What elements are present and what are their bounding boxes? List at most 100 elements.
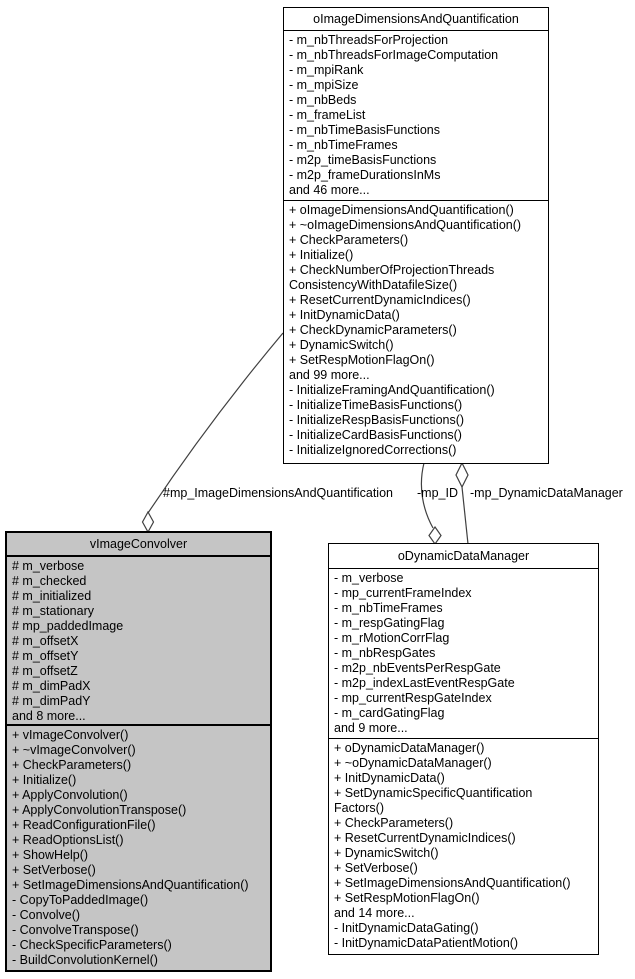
method-line: Factors() [334, 801, 384, 815]
edge-label-mp-dynamicdatamanager: -mp_DynamicDataManager [470, 486, 623, 500]
method-line: + ShowHelp() [12, 848, 89, 862]
method-line: + SetImageDimensionsAndQuantification() [334, 876, 571, 890]
method-line: + CheckParameters() [289, 233, 409, 247]
method-line: - InitializeTimeBasisFunctions() [289, 398, 463, 412]
method-line: - InitializeFramingAndQuantification() [289, 383, 495, 397]
class-node-vimageconvolver[interactable]: vImageConvolver # m_verbose# m_checked# … [5, 531, 272, 972]
method-line: + ~oImageDimensionsAndQuantification() [289, 218, 522, 232]
method-line: - CheckSpecificParameters() [12, 938, 172, 952]
attribute-line: - mp_currentRespGateIndex [334, 691, 492, 705]
attribute-line: - m_cardGatingFlag [334, 706, 445, 720]
attribute-line: - m_nbTimeFrames [289, 138, 398, 152]
aggregation-edge-mp-dynamicdatamanager [461, 486, 469, 545]
methods-section: + oImageDimensionsAndQuantification()+ ~… [284, 201, 548, 463]
method-line: + ~oDynamicDataManager() [334, 756, 492, 770]
method-line: - Convolve() [12, 908, 81, 922]
method-line: + ApplyConvolutionTranspose() [12, 803, 187, 817]
method-line: - ConvolveTranspose() [12, 923, 139, 937]
method-line: + Initialize() [12, 773, 77, 787]
edge-label-mp-imagedimensionsandquantification: #mp_ImageDimensionsAndQuantification [163, 486, 393, 500]
aggregation-diamond-icon [428, 525, 442, 546]
attribute-line: # mp_paddedImage [12, 619, 124, 633]
attribute-line: # m_checked [12, 574, 87, 588]
method-line: - BuildConvolutionKernel() [12, 953, 158, 967]
method-line: + ResetCurrentDynamicIndices() [334, 831, 516, 845]
attribute-line: # m_initialized [12, 589, 92, 603]
class-node-oimagedimensionsandquantification[interactable]: oImageDimensionsAndQuantification - m_nb… [283, 7, 549, 464]
attribute-line: - m_frameList [289, 108, 366, 122]
method-line: + InitDynamicData() [334, 771, 445, 785]
method-line: - InitializeIgnoredCorrections() [289, 443, 457, 457]
method-line: + ~vImageConvolver() [12, 743, 136, 757]
method-line: - InitializeCardBasisFunctions() [289, 428, 462, 442]
method-line: + SetVerbose() [12, 863, 96, 877]
attribute-line: - m_mpiRank [289, 63, 364, 77]
attribute-line: - m_rMotionCorrFlag [334, 631, 450, 645]
method-line: + DynamicSwitch() [334, 846, 439, 860]
method-line: + CheckParameters() [334, 816, 454, 830]
method-line: and 14 more... [334, 906, 415, 920]
attribute-line: - m_nbBeds [289, 93, 357, 107]
attribute-line: # m_stationary [12, 604, 94, 618]
attribute-line: # m_dimPadY [12, 694, 91, 708]
attribute-line: - m_nbThreadsForProjection [289, 33, 449, 47]
attribute-line: - m_nbTimeFrames [334, 601, 443, 615]
attribute-line: - m2p_nbEventsPerRespGate [334, 661, 501, 675]
class-title: vImageConvolver [7, 533, 270, 557]
method-line: + CheckParameters() [12, 758, 132, 772]
method-line: + ReadConfigurationFile() [12, 818, 156, 832]
method-line: + CheckNumberOfProjectionThreads [289, 263, 495, 277]
attribute-line: - m_verbose [334, 571, 404, 585]
aggregation-edge-mp-imagedimensionsandquantification [147, 332, 284, 514]
attributes-section: - m_verbose- mp_currentFrameIndex- m_nbT… [329, 569, 598, 739]
attribute-line: and 8 more... [12, 709, 86, 723]
method-line: + SetRespMotionFlagOn() [334, 891, 480, 905]
method-line: + Initialize() [289, 248, 354, 262]
method-line: + InitDynamicData() [289, 308, 400, 322]
class-title: oDynamicDataManager [329, 544, 598, 569]
method-line: + CheckDynamicParameters() [289, 323, 457, 337]
attribute-line: # m_offsetY [12, 649, 79, 663]
class-title: oImageDimensionsAndQuantification [284, 8, 548, 31]
attributes-section: # m_verbose# m_checked# m_initialized# m… [7, 557, 270, 726]
method-line: ConsistencyWithDatafileSize() [289, 278, 458, 292]
attribute-line: # m_offsetX [12, 634, 79, 648]
method-line: + vImageConvolver() [12, 728, 129, 742]
method-line: + SetImageDimensionsAndQuantification() [12, 878, 249, 892]
attribute-line: # m_verbose [12, 559, 85, 573]
aggregation-edge-mp-id [420, 462, 434, 529]
method-line: - InitDynamicDataGating() [334, 921, 479, 935]
attribute-line: - m_nbRespGates [334, 646, 436, 660]
attribute-line: - m2p_indexLastEventRespGate [334, 676, 515, 690]
method-line: - InitializeRespBasisFunctions() [289, 413, 465, 427]
method-line: + SetRespMotionFlagOn() [289, 353, 435, 367]
method-line: + SetVerbose() [334, 861, 418, 875]
attribute-line: - m2p_frameDurationsInMs [289, 168, 441, 182]
method-line: and 99 more... [289, 368, 370, 382]
method-line: + ResetCurrentDynamicIndices() [289, 293, 471, 307]
attribute-line: and 9 more... [334, 721, 408, 735]
attribute-line: - m_respGatingFlag [334, 616, 445, 630]
method-line: + ApplyConvolution() [12, 788, 128, 802]
aggregation-diamond-icon [455, 461, 469, 489]
method-line: + ReadOptionsList() [12, 833, 124, 847]
attribute-line: # m_dimPadX [12, 679, 91, 693]
class-node-odynamicdatamanager[interactable]: oDynamicDataManager - m_verbose- mp_curr… [328, 543, 599, 955]
attributes-section: - m_nbThreadsForProjection- m_nbThreadsF… [284, 31, 548, 201]
methods-section: + oDynamicDataManager()+ ~oDynamicDataMa… [329, 739, 598, 954]
attribute-line: - m_nbTimeBasisFunctions [289, 123, 440, 137]
attribute-line: - m_mpiSize [289, 78, 359, 92]
edge-label-mp-id: -mp_ID [417, 486, 458, 500]
method-line: - InitDynamicDataPatientMotion() [334, 936, 519, 950]
method-line: + oImageDimensionsAndQuantification() [289, 203, 514, 217]
method-line: + oDynamicDataManager() [334, 741, 485, 755]
attribute-line: and 46 more... [289, 183, 370, 197]
method-line: + DynamicSwitch() [289, 338, 394, 352]
aggregation-diamond-icon [141, 510, 155, 534]
attribute-line: - m_nbThreadsForImageComputation [289, 48, 499, 62]
method-line: + SetDynamicSpecificQuantification [334, 786, 533, 800]
attribute-line: - mp_currentFrameIndex [334, 586, 472, 600]
attribute-line: - m2p_timeBasisFunctions [289, 153, 437, 167]
